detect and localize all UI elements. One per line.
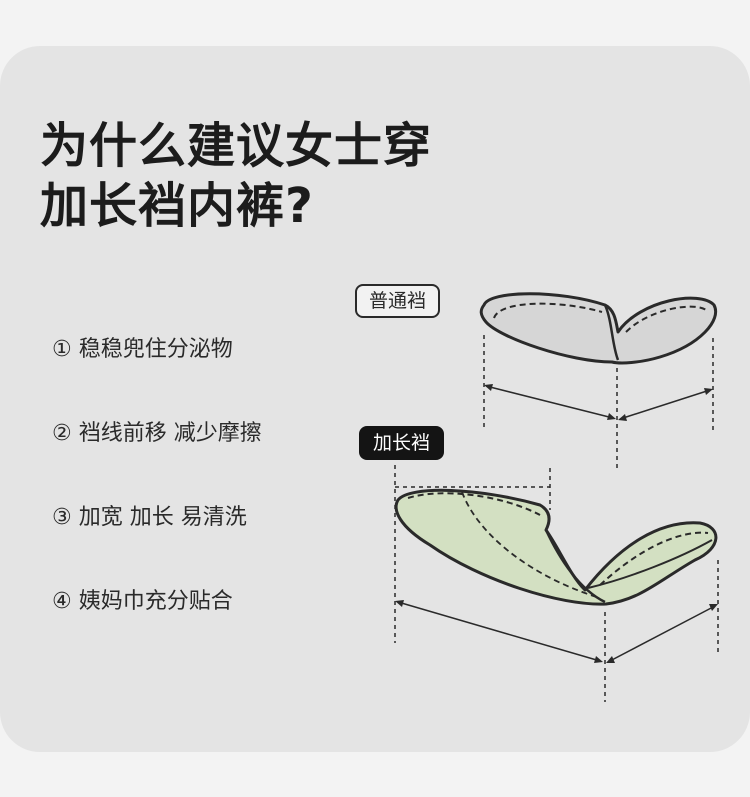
title-line-2: 加长裆内裤? [40,178,314,234]
content-card [0,46,750,752]
feature-list: ① 稳稳兜住分泌物 ② 裆线前移 减少摩擦 ③ 加宽 加长 易清洗 ④ 姨妈巾充… [52,330,262,666]
feature-item-2: ② 裆线前移 减少摩擦 [52,421,262,446]
page-title: 为什么建议女士穿 加长裆内裤? [40,116,432,236]
normal-crotch-tag: 普通裆 [355,284,441,318]
feature-item-3: ③ 加宽 加长 易清洗 [52,505,247,530]
long-crotch-tag: 加长裆 [359,426,445,460]
normal-crotch-illustration-icon [479,292,718,468]
title-line-1: 为什么建议女士穿 [40,118,433,174]
feature-item-1: ① 稳稳兜住分泌物 [52,337,233,362]
long-crotch-illustration-icon [394,465,719,702]
feature-item-4: ④ 姨妈巾充分贴合 [52,589,233,614]
